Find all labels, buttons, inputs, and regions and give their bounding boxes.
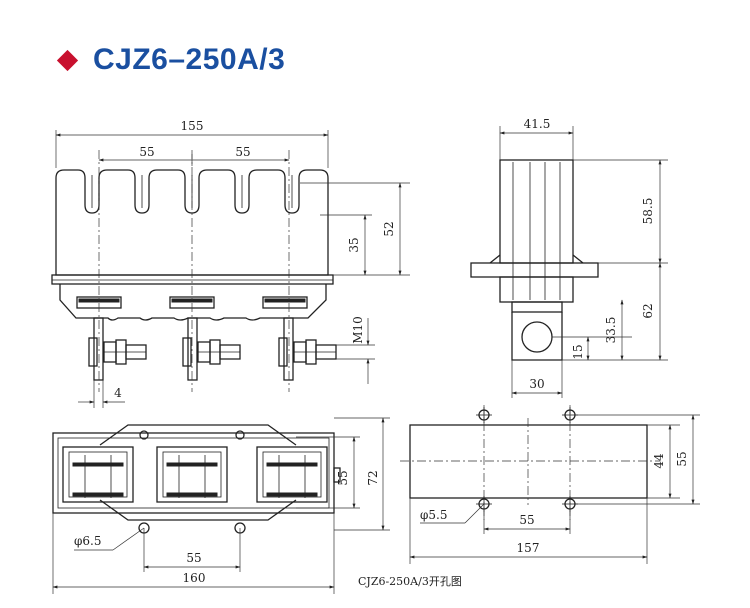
bolt-assembly-1 [88, 317, 147, 381]
side-dim-lower-height: 62 [641, 303, 655, 318]
top-dim-hole-diameter: φ6.5 [74, 534, 102, 548]
top-unit-1 [62, 446, 134, 503]
cutout-dim-hole-diameter: φ5.5 [420, 508, 448, 522]
top-dim-inner-height: 55 [336, 470, 350, 485]
dim-thread: M10 [351, 316, 365, 344]
dim-body-height: 35 [347, 237, 361, 252]
side-dim-hole-center: 33.5 [604, 317, 618, 344]
cutout-dim-hole-pitch-vertical: 55 [675, 451, 689, 466]
page-title: CJZ6–250A/3 [93, 43, 286, 76]
side-view: 41.5 58.5 62 33.5 15 30 [470, 117, 668, 398]
cutout-view: 44 55 55 157 φ5.5 CJZ6-250A/3开孔图 [358, 405, 700, 588]
side-dim-upper-height: 58.5 [641, 198, 655, 225]
title-row: CJZ6–250A/3 [56, 40, 286, 80]
front-view: 155 55 55 35 52 M10 4 [51, 119, 410, 408]
top-outer-body [52, 432, 335, 514]
top-dim-overall-length: 160 [183, 571, 206, 585]
top-view: 55 72 55 160 φ6.5 [52, 417, 390, 594]
cutout-caption: CJZ6-250A/3开孔图 [358, 575, 462, 588]
cutout-dim-hole-pitch-horizontal: 55 [519, 513, 534, 527]
side-dim-width: 41.5 [524, 117, 551, 131]
side-mount-flange [470, 262, 599, 278]
top-unit-2 [156, 446, 228, 503]
top-center-plate [99, 424, 297, 521]
side-dim-lug-width: 30 [529, 377, 544, 391]
side-body-upper [499, 159, 574, 264]
top-dim-outer-height: 72 [366, 470, 380, 485]
cutout-dim-inner-height: 44 [652, 453, 666, 469]
terminal-block-3-bar [264, 298, 306, 303]
top-unit-3 [256, 446, 328, 503]
side-lug-hole [521, 321, 553, 353]
dim-overall-width: 155 [181, 119, 204, 133]
side-neck [511, 301, 563, 313]
dim-total-height: 52 [382, 221, 396, 236]
side-dim-hole-offset: 15 [571, 344, 585, 359]
lower-housing [59, 284, 327, 321]
base-plate [51, 274, 334, 285]
cutout-dim-overall-length: 157 [517, 541, 540, 555]
cutout-rectangle [409, 424, 648, 499]
dim-plate-thickness: 4 [114, 386, 122, 400]
side-body-lower [499, 276, 574, 303]
bolt-assembly-2 [182, 317, 241, 381]
dim-pitch-left: 55 [139, 145, 154, 159]
bolt-assembly-3 [278, 317, 337, 381]
dim-pitch-right: 55 [235, 145, 250, 159]
top-dim-pitch: 55 [186, 551, 201, 565]
side-lug [511, 312, 563, 361]
